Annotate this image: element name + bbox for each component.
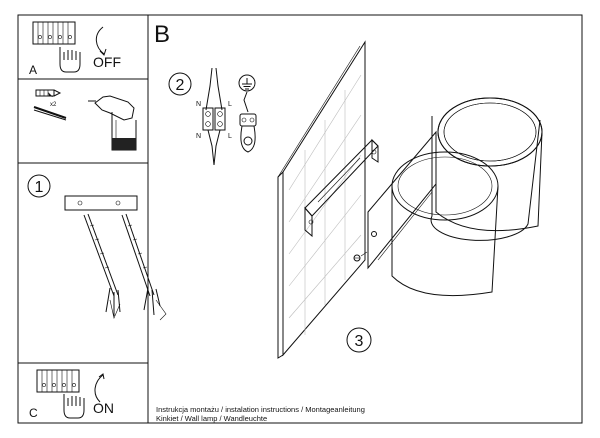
rotate-arrow-icon-c (94, 374, 104, 403)
step-2-number: 2 (176, 77, 185, 94)
hand-icon-c (63, 394, 85, 419)
live-label-top: L (228, 101, 232, 108)
fixing-screw-icon (371, 231, 377, 237)
step-3-assembly: 3 (277, 40, 543, 359)
live-label-bottom: L (228, 133, 232, 140)
step-2-badge (168, 72, 192, 96)
rotate-arrow-icon (95, 26, 105, 55)
panel-b-letter: B (154, 21, 170, 48)
neutral-label-top: N (196, 101, 201, 108)
step-2-wiring: 2 N L N L (168, 67, 257, 166)
step-3-badge (346, 327, 372, 353)
lamp-cylinder-front (391, 151, 499, 297)
footer-product: Kinkiet / Wall lamp / Wandleuchte (156, 414, 267, 423)
step-1-panel: 1 (27, 174, 167, 321)
panel-c: C ON (29, 369, 114, 420)
step-3-number: 3 (355, 333, 364, 350)
tools-panel: x2 (33, 89, 137, 151)
lamp-base (353, 130, 437, 270)
ground-terminal-icon (239, 91, 257, 153)
ground-symbol-icon (238, 74, 256, 92)
dowel-right (121, 213, 167, 321)
terminal-block-c (36, 369, 80, 393)
on-label: ON (93, 400, 114, 416)
dowel-left (83, 213, 121, 319)
mounting-template (64, 195, 138, 211)
panel-a-letter: A (29, 63, 37, 77)
neutral-label-bottom: N (196, 133, 201, 140)
step-1-badge (27, 174, 51, 198)
terminal-block-a (32, 21, 76, 45)
page-frame (17, 14, 583, 424)
terminal-connector (202, 67, 226, 166)
wall-plug-icon (35, 89, 62, 97)
step-1-number: 1 (35, 179, 44, 196)
screw-icon (33, 106, 67, 121)
hand-icon (59, 47, 81, 73)
drill-icon (88, 95, 137, 151)
panel-c-letter: C (29, 406, 38, 420)
wall-plate (277, 40, 366, 359)
panel-a: A OFF (29, 21, 121, 77)
footer-instructions: Instrukcja montażu / instalation instruc… (156, 405, 365, 414)
lamp-cylinder-back (430, 97, 543, 241)
quantity-label: x2 (50, 102, 57, 108)
mounting-bracket (304, 138, 379, 238)
off-label: OFF (93, 54, 121, 70)
